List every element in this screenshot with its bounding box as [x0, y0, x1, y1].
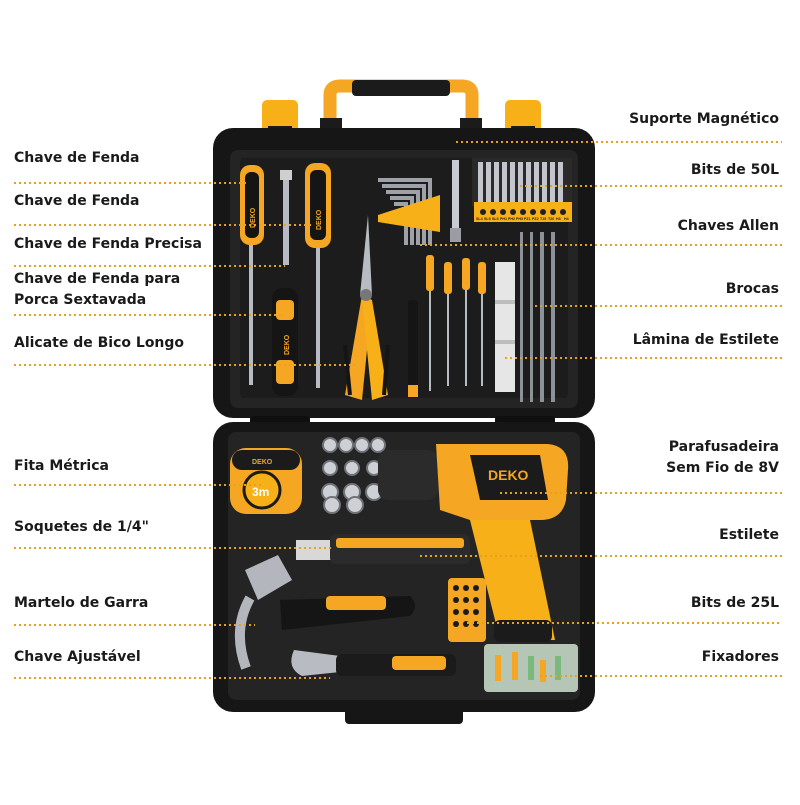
bit-code-label: PH1: [500, 217, 507, 221]
claw-hammer: [234, 555, 415, 670]
label-parafusadeira-line2: Sem Fio de 8V: [666, 460, 779, 476]
label-lamina-estilete: Lâmina de Estilete: [632, 332, 779, 348]
tape-measure-logo-text: DEKO: [252, 459, 273, 466]
bit-code-label: PH3: [516, 217, 523, 221]
label-brocas: Brocas: [725, 281, 779, 297]
bit-code-label: SL4: [476, 217, 483, 221]
label-fixadores: Fixadores: [701, 649, 779, 665]
label-chave-ajustavel: Chave Ajustável: [14, 649, 141, 665]
magnetic-bit-holder: [450, 160, 461, 242]
label-bits-25l: Bits de 25L: [690, 595, 779, 611]
screwdriver-precision: [280, 170, 292, 265]
tape-measure: [230, 448, 302, 514]
socket-set: [321, 437, 386, 514]
screwdriver-large-2: [305, 163, 331, 388]
screwdriver-logo-text-2: DEKO: [316, 209, 323, 230]
bit-code-label: PZ1: [524, 217, 531, 221]
bits-25l: [448, 578, 486, 642]
label-soquetes: Soquetes de 1/4": [14, 519, 149, 535]
label-chave-de-fenda-porca-line1: Chave de Fenda para: [14, 271, 181, 287]
bit-code-label: SL6: [492, 217, 499, 221]
label-chave-de-fenda-2: Chave de Fenda: [14, 193, 140, 209]
label-parafusadeira: Parafusadeira Sem Fio de 8V: [666, 437, 779, 479]
label-parafusadeira-line1: Parafusadeira: [668, 439, 779, 455]
label-chaves-allen: Chaves Allen: [677, 218, 779, 234]
drill-bits: [520, 232, 555, 402]
adjustable-wrench: [291, 650, 456, 676]
bit-code-label: T20: [548, 217, 554, 221]
label-estilete: Estilete: [719, 527, 779, 543]
bit-code-label: SL5: [484, 217, 491, 221]
bit-code-label: PZ2: [532, 217, 539, 221]
label-chave-de-fenda-1: Chave de Fenda: [14, 150, 140, 166]
bit-code-label: T15: [540, 217, 546, 221]
precision-screwdriver-set: [408, 255, 486, 397]
label-fita-metrica: Fita Métrica: [14, 458, 109, 474]
long-nose-pliers: [343, 215, 390, 400]
bit-code-label: H3: [556, 217, 561, 221]
label-chave-de-fenda-precisa: Chave de Fenda Precisa: [14, 236, 202, 252]
bit-code-label: PH2: [508, 217, 515, 221]
label-suporte-magnetico: Suporte Magnético: [629, 111, 779, 127]
case-handle: [320, 79, 482, 136]
label-chave-de-fenda-porca: Chave de Fenda para Porca Sextavada: [14, 269, 180, 311]
bits-50l: [472, 158, 572, 222]
utility-blades: [495, 262, 515, 392]
drill-logo-text: DEKO: [488, 467, 529, 483]
leader-lines: [14, 141, 782, 679]
label-chave-de-fenda-porca-line2: Porca Sextavada: [14, 292, 147, 308]
nut-driver-logo-text: DEKO: [284, 334, 291, 355]
cordless-screwdriver: [378, 444, 569, 642]
label-martelo: Martelo de Garra: [14, 595, 149, 611]
label-alicate: Alicate de Bico Longo: [14, 335, 185, 351]
bit-code-label: H4: [564, 217, 569, 221]
fasteners-box: [484, 644, 578, 692]
screwdriver-logo-text-1: DEKO: [250, 207, 257, 228]
tape-measure-marking: 3m: [252, 485, 269, 499]
label-bits-50l: Bits de 50L: [690, 162, 779, 178]
allen-keys: [378, 178, 440, 245]
